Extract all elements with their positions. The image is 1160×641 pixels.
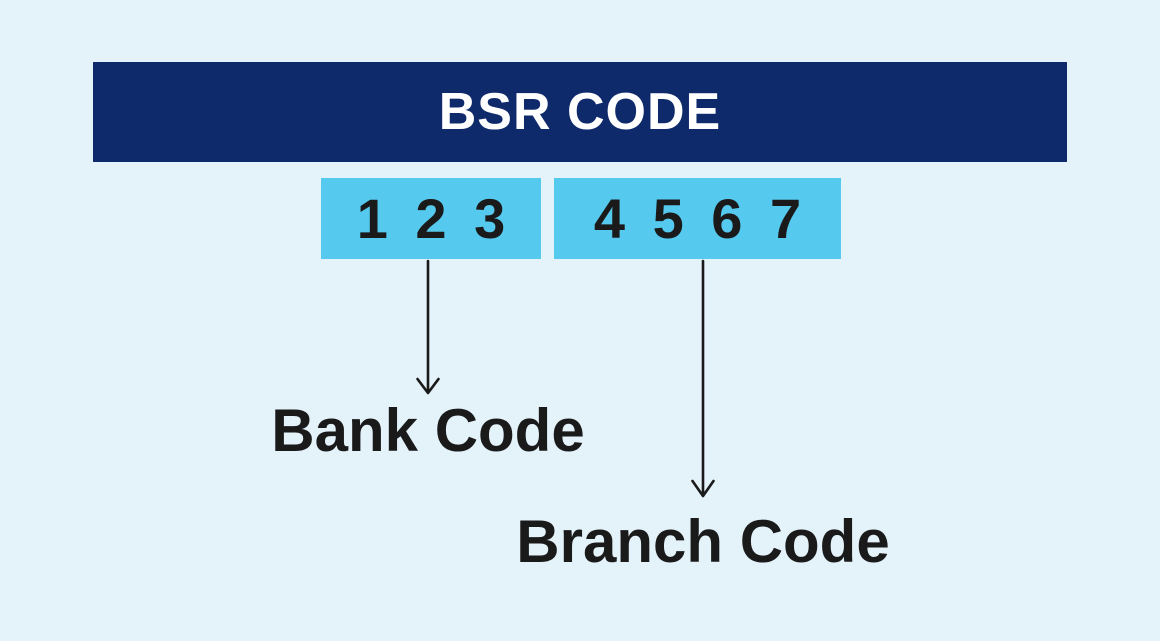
branch-code-digits-box: 4 5 6 7 <box>554 178 841 259</box>
bank-code-digits: 1 2 3 <box>356 186 512 250</box>
branch-code-arrow-down-icon <box>691 259 715 498</box>
branch-code-digits: 4 5 6 7 <box>593 186 808 250</box>
title-bar: BSR CODE <box>93 62 1067 162</box>
bank-code-label: Bank Code <box>271 397 585 464</box>
bank-code-arrow-down-icon <box>416 259 440 395</box>
bank-code-digits-box: 1 2 3 <box>321 178 541 259</box>
branch-code-label: Branch Code <box>516 508 890 575</box>
diagram-title: BSR CODE <box>438 83 722 141</box>
